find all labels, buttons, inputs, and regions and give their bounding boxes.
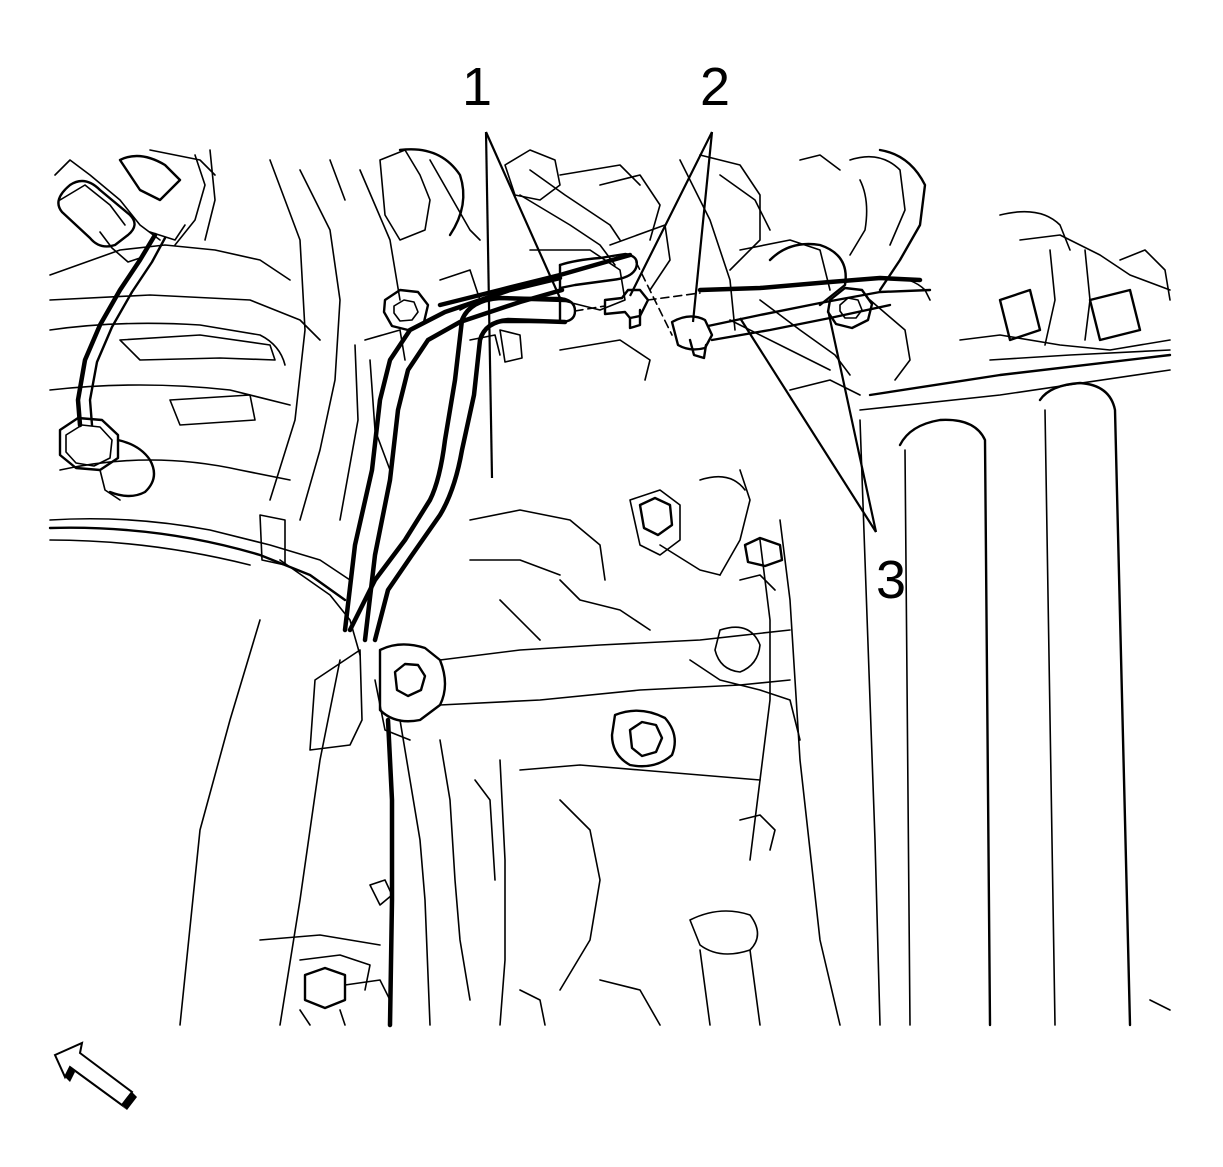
upper-center-components bbox=[339, 148, 671, 521]
leader-2-lower-clamp bbox=[691, 131, 714, 323]
hose-assembly bbox=[342, 252, 932, 643]
leader-3-right-hose bbox=[826, 309, 878, 533]
upper-right-components bbox=[679, 148, 1171, 396]
left-body-panel bbox=[48, 159, 401, 1026]
left-sensor-assembly bbox=[49, 149, 291, 501]
leader-3-left-hose bbox=[739, 317, 877, 533]
callout-label-2: 2 bbox=[700, 57, 731, 117]
leader-1-upper-hose bbox=[484, 131, 562, 299]
leader-2-upper-clamp bbox=[629, 131, 713, 297]
callout-label-3: 3 bbox=[876, 550, 907, 610]
callout-leaders bbox=[484, 131, 878, 533]
callout-label-1: 1 bbox=[462, 57, 493, 117]
lower-left-components bbox=[259, 879, 393, 1026]
leader-1-lower-hose bbox=[484, 131, 494, 479]
view-direction-arrow-icon bbox=[53, 1041, 137, 1110]
radiator-panel bbox=[859, 353, 1172, 1027]
engine-block bbox=[309, 469, 841, 1028]
